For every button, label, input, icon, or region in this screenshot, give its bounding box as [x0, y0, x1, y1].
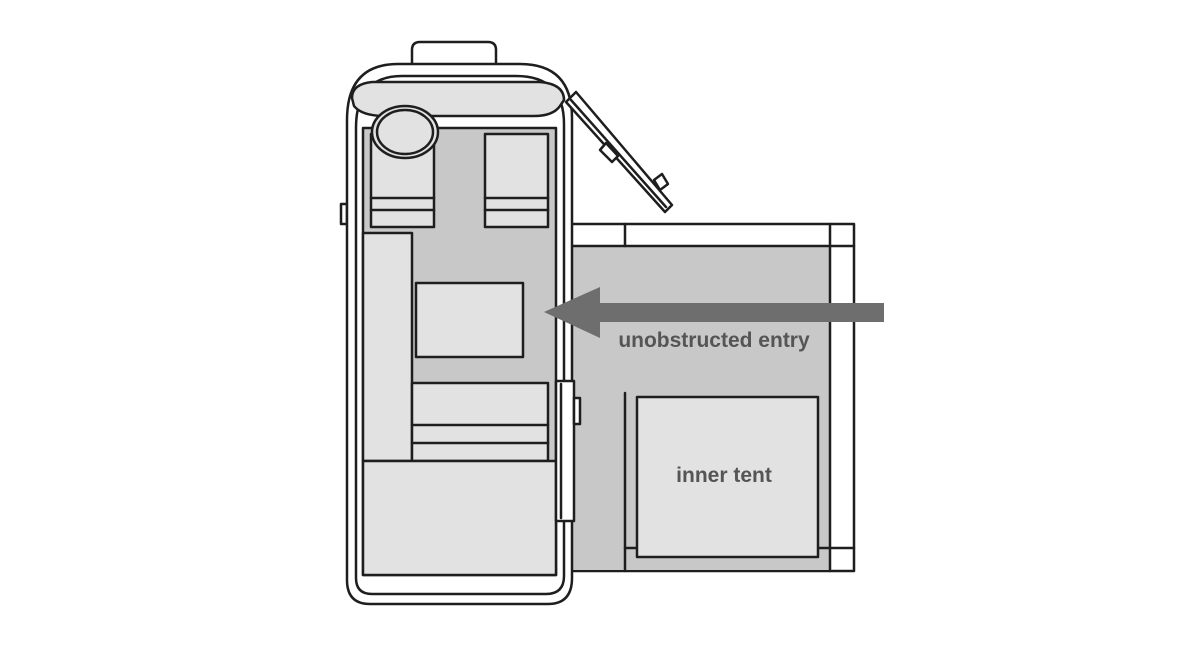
entry-arrow [544, 287, 884, 338]
inner-tent [635, 395, 820, 559]
awning-area [566, 222, 856, 573]
arrow-shaft [594, 303, 884, 322]
sliding-door [554, 379, 576, 523]
tent-label: inner tent [676, 464, 772, 487]
arrow-head [544, 287, 600, 338]
rear-area [361, 459, 558, 577]
open-front-door [564, 90, 674, 214]
table [414, 281, 525, 359]
front-bumper [410, 40, 498, 70]
bench-seat [410, 381, 550, 463]
entry-label: unobstructed entry [618, 329, 810, 352]
passenger-seat [483, 132, 550, 229]
steering-wheel [370, 104, 440, 160]
van [339, 40, 674, 606]
side-cabinet [361, 231, 414, 463]
